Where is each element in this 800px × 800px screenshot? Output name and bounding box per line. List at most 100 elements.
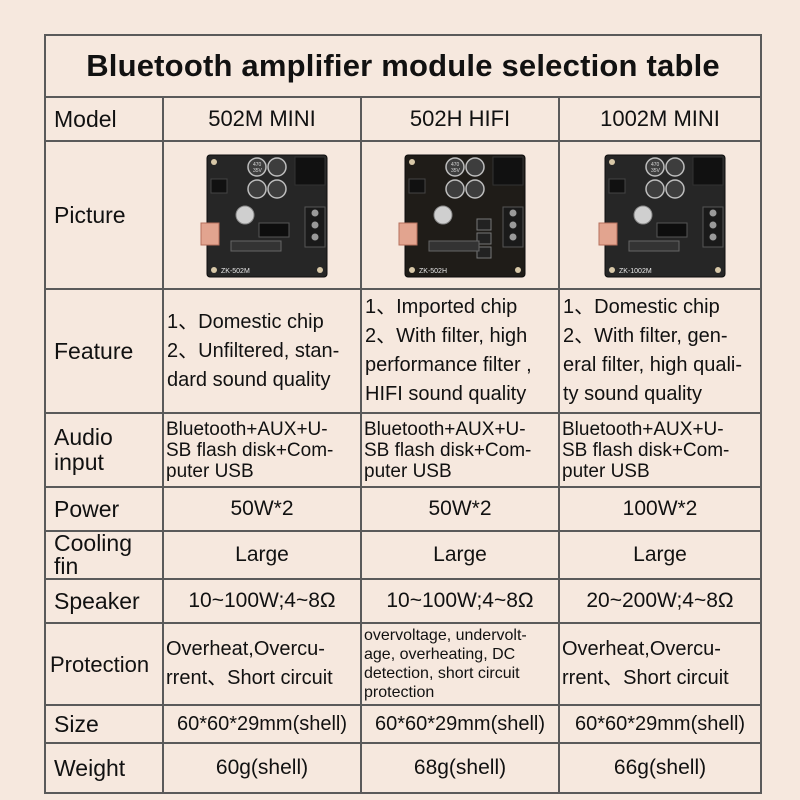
- capacitor: [465, 179, 485, 199]
- weight-1002m: 66g(shell): [557, 742, 763, 794]
- audio-cell-1002m: Bluetooth+AUX+U- SB flash disk+Com- pute…: [557, 412, 763, 488]
- feature-line: 1、Imported chip: [365, 296, 518, 318]
- terminal-screw: [509, 209, 517, 217]
- capacitor: [267, 179, 287, 199]
- capacitor: [665, 179, 685, 199]
- cooling-502h: Large: [360, 530, 560, 580]
- terminal-screw: [709, 209, 717, 217]
- protection-line: rrent、Short circuit: [166, 667, 333, 689]
- cooling-502m: Large: [162, 530, 362, 580]
- mounting-hole: [317, 267, 323, 273]
- board-label: ZK-502M: [221, 268, 250, 275]
- audio-line: Bluetooth+AUX+U-: [364, 418, 526, 440]
- label-picture: Picture: [44, 140, 164, 290]
- audio-input-row: Audio input Bluetooth+AUX+U- SB flash di…: [44, 412, 763, 488]
- model-name-502h: 502H HIFI: [360, 96, 560, 142]
- label-weight: Weight: [44, 742, 164, 794]
- potentiometer-knob: [633, 205, 653, 225]
- capacitor: [645, 179, 665, 199]
- board-label: ZK-502H: [419, 268, 447, 275]
- audio-line: SB flash disk+Com-: [166, 439, 334, 461]
- capacitor-text: 470: [451, 162, 460, 168]
- aux-jack: [608, 178, 626, 194]
- capacitor: [445, 179, 465, 199]
- inductor: [476, 246, 492, 259]
- audio-line: Bluetooth+AUX+U-: [166, 418, 328, 440]
- model-name-1002m: 1002M MINI: [557, 96, 763, 142]
- capacitor-text: 35V: [651, 168, 661, 174]
- amplifier-chip: [656, 222, 688, 238]
- weight-row: Weight 60g(shell) 68g(shell) 66g(shell): [44, 742, 763, 794]
- audio-line: SB flash disk+Com-: [364, 439, 532, 461]
- board-label: ZK-1002M: [619, 268, 652, 275]
- bluetooth-module: [230, 240, 282, 252]
- feature-line: 2、With filter, gen-: [563, 325, 728, 347]
- feature-line: eral filter, high quali-: [563, 354, 742, 376]
- speaker-1002m: 20~200W;4~8Ω: [557, 578, 763, 624]
- label-audio-line: input: [54, 449, 104, 475]
- label-audio-line: Audio: [54, 424, 113, 450]
- speaker-row: Speaker 10~100W;4~8Ω 10~100W;4~8Ω 20~200…: [44, 578, 763, 624]
- feature-line: 1、Domestic chip: [563, 296, 720, 318]
- protection-cell-502m: Overheat,Overcu- rrent、Short circuit: [162, 622, 362, 706]
- mounting-hole: [409, 267, 415, 273]
- usb-port: [398, 222, 418, 246]
- mounting-hole: [211, 159, 217, 165]
- label-power: Power: [44, 486, 164, 532]
- label-size: Size: [44, 704, 164, 744]
- label-cooling-line: fin: [54, 553, 79, 579]
- table-title: Bluetooth amplifier module selection tab…: [43, 34, 763, 98]
- mounting-hole: [609, 267, 616, 273]
- label-model: Model: [44, 96, 164, 142]
- label-audio-input: Audio input: [44, 412, 164, 488]
- weight-502h: 68g(shell): [360, 742, 560, 794]
- protection-line: Overheat,Overcu-: [166, 638, 325, 660]
- protection-cell-502h: overvoltage, undervolt- age, overheating…: [360, 622, 560, 706]
- mounting-hole: [515, 267, 521, 273]
- feature-line: dard sound quality: [167, 368, 331, 391]
- protection-row: Protection Overheat,Overcu- rrent、Short …: [44, 622, 763, 706]
- terminal-screw: [509, 221, 517, 229]
- capacitor: [247, 179, 267, 199]
- feature-line: 2、With filter, high: [365, 325, 528, 347]
- terminal-screw: [709, 221, 717, 229]
- terminal-screw: [311, 221, 319, 229]
- terminal-screw: [311, 209, 319, 217]
- capacitor-text: 470: [651, 162, 660, 168]
- audio-line: puter USB: [364, 460, 452, 482]
- protection-line: overvoltage, undervolt-: [364, 627, 527, 644]
- feature-line: 2、Unfiltered, stan-: [167, 339, 340, 362]
- terminal-screw: [709, 233, 717, 241]
- power-1002m: 100W*2: [557, 486, 763, 532]
- power-502m: 50W*2: [162, 486, 362, 532]
- capacitor-text: 470: [253, 162, 262, 168]
- power-row: Power 50W*2 50W*2 100W*2: [44, 486, 763, 532]
- mounting-hole: [715, 267, 722, 273]
- dc-jack: [692, 156, 724, 186]
- mounting-hole: [409, 159, 415, 165]
- title-row: Bluetooth amplifier module selection tab…: [43, 34, 763, 98]
- capacitor: [445, 157, 465, 177]
- protection-line: rrent、Short circuit: [562, 667, 729, 689]
- audio-line: puter USB: [562, 460, 650, 482]
- capacitor: [465, 157, 485, 177]
- size-502h: 60*60*29mm(shell): [360, 704, 560, 744]
- protection-line: detection, short circuit: [364, 665, 520, 682]
- dc-jack: [294, 156, 326, 186]
- model-name-502m: 502M MINI: [162, 96, 362, 142]
- protection-line: protection: [364, 684, 435, 701]
- cooling-1002m: Large: [557, 530, 763, 580]
- speaker-502h: 10~100W;4~8Ω: [360, 578, 560, 624]
- dc-jack: [492, 156, 524, 186]
- capacitor: [267, 157, 287, 177]
- feature-line: HIFI sound quality: [365, 383, 527, 405]
- feature-cell-502m: 1、Domestic chip 2、Unfiltered, stan- dard…: [162, 288, 362, 414]
- terminal-screw: [311, 233, 319, 241]
- capacitor-text: 35V: [253, 168, 263, 174]
